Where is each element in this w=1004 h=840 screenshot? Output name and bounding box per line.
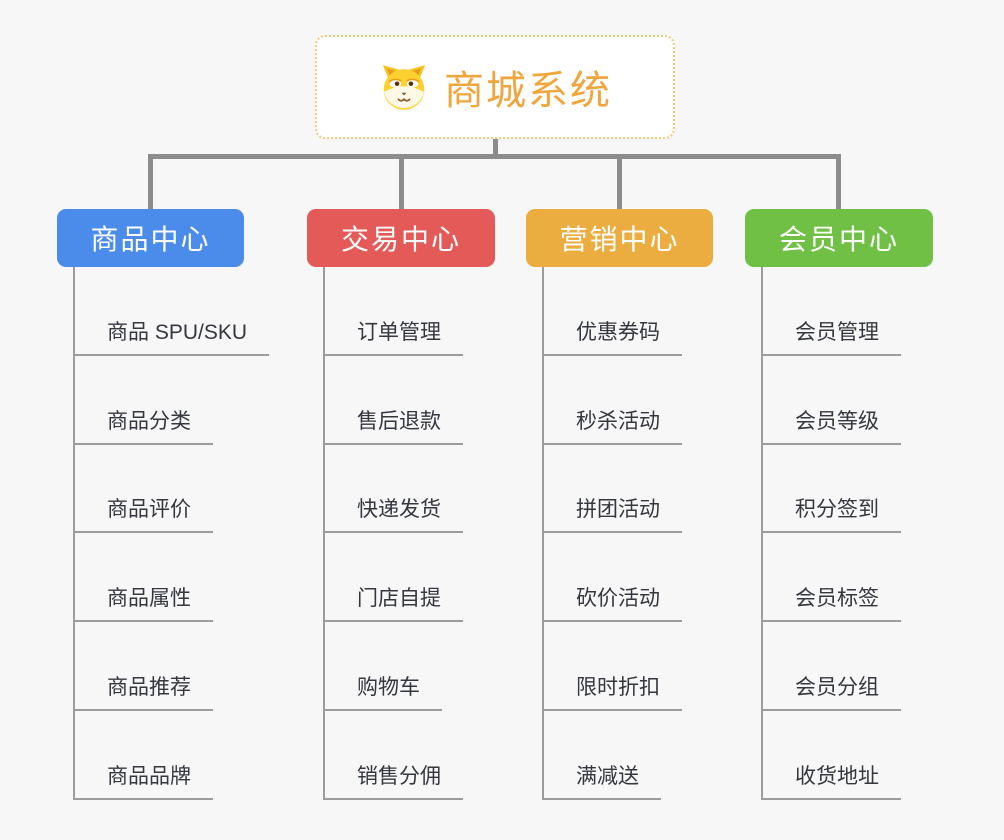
branch-product-center: 商品中心 商品 SPU/SKU 商品分类 商品评价 商品属性 商品推荐 商品品牌 [57, 209, 270, 800]
leaf-label: 优惠券码 [544, 316, 682, 356]
leaf-label: 商品分类 [75, 405, 213, 445]
connector-drop-marketing [617, 154, 622, 209]
connector-drop-member [836, 154, 841, 209]
leaf-label: 积分签到 [763, 493, 901, 534]
leaf-label: 会员标签 [763, 582, 901, 623]
leaf-label: 商品属性 [75, 582, 213, 623]
leaf-label: 会员管理 [763, 316, 901, 356]
leaf-node[interactable]: 限时折扣 [544, 622, 682, 711]
leaf-label: 商品推荐 [75, 671, 213, 711]
connector-root-stub [493, 139, 498, 159]
branch-items-marketing: 优惠券码 秒杀活动 拼团活动 砍价活动 限时折扣 满减送 [542, 267, 682, 800]
leaf-node[interactable]: 商品属性 [75, 533, 269, 623]
leaf-node[interactable]: 收货地址 [763, 711, 901, 800]
leaf-node[interactable]: 满减送 [544, 711, 682, 800]
leaf-label: 商品评价 [75, 493, 213, 534]
leaf-node[interactable]: 商品评价 [75, 445, 269, 534]
leaf-label: 限时折扣 [544, 671, 682, 711]
leaf-label: 秒杀活动 [544, 405, 682, 445]
leaf-label: 订单管理 [325, 316, 463, 356]
branch-header-trade-center[interactable]: 交易中心 [307, 209, 495, 267]
leaf-node[interactable]: 门店自提 [325, 533, 463, 623]
branch-items-member: 会员管理 会员等级 积分签到 会员标签 会员分组 收货地址 [761, 267, 901, 800]
leaf-label: 售后退款 [325, 405, 463, 445]
leaf-label: 销售分佣 [325, 760, 463, 800]
branch-header-marketing-center[interactable]: 营销中心 [526, 209, 713, 267]
root-title: 商城系统 [444, 69, 612, 113]
leaf-label: 商品品牌 [75, 760, 213, 800]
connector-horizontal-line [148, 154, 841, 159]
leaf-node[interactable]: 会员等级 [763, 356, 901, 445]
leaf-node[interactable]: 商品推荐 [75, 622, 269, 711]
leaf-label: 满减送 [544, 760, 661, 800]
leaf-node[interactable]: 会员标签 [763, 533, 901, 623]
leaf-label: 会员分组 [763, 671, 901, 711]
branch-items-trade: 订单管理 售后退款 快递发货 门店自提 购物车 销售分佣 [323, 267, 463, 800]
leaf-node[interactable]: 拼团活动 [544, 445, 682, 534]
leaf-node[interactable]: 优惠券码 [544, 267, 682, 356]
leaf-label: 快递发货 [325, 493, 463, 534]
branch-member-center: 会员中心 会员管理 会员等级 积分签到 会员标签 会员分组 收货地址 [745, 209, 933, 800]
leaf-node[interactable]: 秒杀活动 [544, 356, 682, 445]
connector-drop-trade [399, 154, 404, 209]
leaf-node[interactable]: 订单管理 [325, 267, 463, 356]
leaf-node[interactable]: 积分签到 [763, 445, 901, 534]
leaf-node[interactable]: 会员分组 [763, 622, 901, 711]
leaf-label: 拼团活动 [544, 493, 682, 534]
leaf-node[interactable]: 砍价活动 [544, 533, 682, 623]
leaf-label: 会员等级 [763, 405, 901, 445]
leaf-node[interactable]: 快递发货 [325, 445, 463, 534]
branch-marketing-center: 营销中心 优惠券码 秒杀活动 拼团活动 砍价活动 限时折扣 满减送 [526, 209, 713, 800]
leaf-node[interactable]: 商品 SPU/SKU [75, 267, 270, 356]
leaf-node[interactable]: 售后退款 [325, 356, 463, 445]
shiba-dog-icon [378, 61, 430, 113]
branch-items-product: 商品 SPU/SKU 商品分类 商品评价 商品属性 商品推荐 商品品牌 [73, 267, 270, 800]
leaf-label: 购物车 [325, 671, 442, 711]
leaf-node[interactable]: 商品分类 [75, 356, 269, 445]
connector-drop-product [148, 154, 153, 209]
leaf-node[interactable]: 销售分佣 [325, 711, 463, 800]
leaf-node[interactable]: 会员管理 [763, 267, 901, 356]
leaf-node[interactable]: 购物车 [325, 622, 463, 711]
leaf-label: 收货地址 [763, 760, 901, 800]
leaf-label: 砍价活动 [544, 582, 682, 623]
root-node-mall-system[interactable]: 商城系统 [315, 35, 675, 139]
branch-header-product-center[interactable]: 商品中心 [57, 209, 244, 267]
leaf-label: 门店自提 [325, 582, 463, 623]
leaf-node[interactable]: 商品品牌 [75, 711, 269, 800]
branch-trade-center: 交易中心 订单管理 售后退款 快递发货 门店自提 购物车 销售分佣 [307, 209, 495, 800]
branch-header-member-center[interactable]: 会员中心 [745, 209, 933, 267]
leaf-label: 商品 SPU/SKU [75, 316, 270, 356]
